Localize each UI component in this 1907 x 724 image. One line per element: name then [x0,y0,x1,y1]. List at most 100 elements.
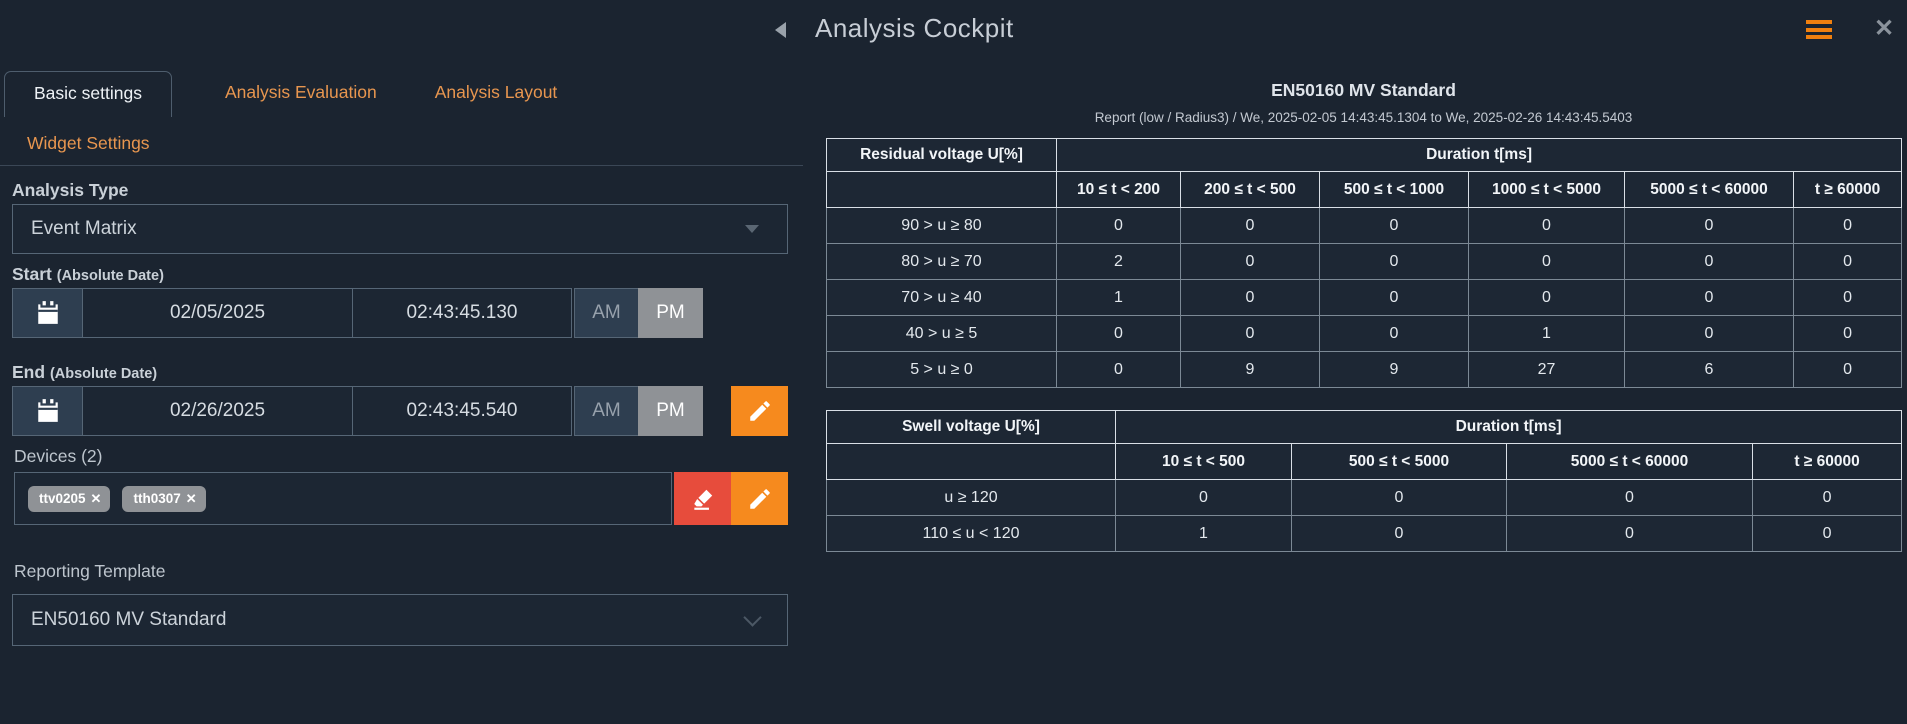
table-cell: 0 [1506,479,1753,516]
pencil-icon [749,401,770,421]
table-cell: 0 [1319,279,1469,316]
duration-span-header: Duration t[ms] [1055,138,1903,172]
table-cell: 0 [1792,351,1903,388]
table-cell: 0 [1468,243,1625,280]
column-header: 500 ≤ t < 1000 [1319,171,1469,208]
start-calendar-button[interactable] [12,288,83,338]
table-cell: 0 [1624,207,1794,244]
end-date-input[interactable]: 02/26/2025 [82,386,353,436]
row-label: 90 > u ≥ 80 [826,207,1057,244]
table-cell: 0 [1291,515,1507,552]
table-cell: 0 [1319,243,1469,280]
tab-analysis-layout[interactable]: Analysis Layout [434,82,558,102]
devices-input[interactable]: ttv0205 ✕ tth0307 ✕ [14,472,672,525]
close-icon[interactable]: ✕ [1874,15,1895,42]
table-cell: 0 [1624,315,1794,352]
edit-daterange-button[interactable] [731,386,788,436]
report-subtitle: Report (low / Radius3) / We, 2025-02-05 … [1094,110,1633,125]
end-am-button[interactable]: AM [574,386,639,436]
row-label: 70 > u ≥ 40 [826,279,1057,316]
chevron-down-icon [743,608,762,627]
table-cell: 0 [1115,479,1292,516]
report-title: EN50160 MV Standard [1271,80,1456,100]
reporting-template-label: Reporting Template [14,561,166,581]
menu-icon[interactable] [1806,20,1834,42]
table-cell: 0 [1056,315,1181,352]
remove-tag-icon[interactable]: ✕ [185,490,197,506]
device-tag-label: tth0307 [133,491,181,506]
report-header: EN50160 MV Standard Report (low / Radius… [820,80,1907,125]
table-corner-header: Swell voltage U[%] [826,410,1116,444]
end-pm-button[interactable]: PM [638,386,703,436]
row-label: 5 > u ≥ 0 [826,351,1057,388]
devices-label: Devices (2) [14,446,103,466]
table-cell: 0 [1792,315,1903,352]
tab-analysis-evaluation[interactable]: Analysis Evaluation [224,82,377,102]
row-label: 80 > u ≥ 70 [826,243,1057,280]
table-cell: 0 [1291,479,1507,516]
table-cell: 0 [1624,243,1794,280]
table-cell: 27 [1468,351,1625,388]
clear-devices-button[interactable] [674,472,731,525]
table-cell: 9 [1319,351,1469,388]
table-cell: 0 [1506,515,1753,552]
table-cell: 6 [1624,351,1794,388]
table-cell: 0 [1180,207,1320,244]
table-cell: 0 [1468,279,1625,316]
start-pm-button[interactable]: PM [638,288,703,338]
table-cell: 0 [1056,351,1181,388]
end-label: End (Absolute Date) [12,362,158,382]
end-time-input[interactable]: 02:43:45.540 [352,386,572,436]
start-am-button[interactable]: AM [574,288,639,338]
table-cell: 1 [1115,515,1292,552]
column-header: 10 ≤ t < 200 [1056,171,1181,208]
end-datetime-row: 02/26/2025 02:43:45.540 AM PM [12,386,703,436]
blank-header-cell [826,171,1057,208]
analysis-type-select[interactable]: Event Matrix [12,204,788,254]
duration-span-header: Duration t[ms] [1114,410,1903,444]
remove-tag-icon[interactable]: ✕ [90,490,102,506]
table-cell: 0 [1056,207,1181,244]
table-cell: 0 [1751,515,1903,552]
settings-tab-bar: Basic settings Analysis Evaluation Analy… [4,71,586,117]
table-cell: 0 [1319,315,1469,352]
reporting-template-select[interactable]: EN50160 MV Standard [12,594,788,646]
residual-voltage-table: Residual voltage U[%]Duration t[ms]10 ≤ … [826,138,1903,388]
table-cell: 0 [1792,207,1903,244]
chevron-down-icon [745,225,759,233]
column-header: 5000 ≤ t < 60000 [1506,443,1753,480]
row-label: u ≥ 120 [826,479,1116,516]
start-date-input[interactable]: 02/05/2025 [82,288,353,338]
table-cell: 1 [1468,315,1625,352]
table-cell: 0 [1624,279,1794,316]
start-time-input[interactable]: 02:43:45.130 [352,288,572,338]
column-header: 10 ≤ t < 500 [1115,443,1292,480]
end-calendar-button[interactable] [12,386,83,436]
collapse-panel-icon[interactable] [775,22,786,38]
start-datetime-row: 02/05/2025 02:43:45.130 AM PM [12,288,703,338]
table-cell: 9 [1180,351,1320,388]
widget-settings-link[interactable]: Widget Settings [27,133,150,153]
section-divider [0,165,803,166]
column-header: 200 ≤ t < 500 [1180,171,1320,208]
table-cell: 2 [1056,243,1181,280]
edit-devices-button[interactable] [731,472,788,525]
column-header: t ≥ 60000 [1751,443,1903,480]
blank-header-cell [826,443,1116,480]
start-label: Start (Absolute Date) [12,264,164,284]
tab-basic-settings[interactable]: Basic settings [4,71,172,117]
analysis-type-label: Analysis Type [12,180,129,200]
device-tag-label: ttv0205 [39,491,86,506]
page-title: Analysis Cockpit [815,13,1014,43]
table-cell: 0 [1180,279,1320,316]
pencil-icon [749,488,770,509]
row-label: 40 > u ≥ 5 [826,315,1057,352]
swell-voltage-table: Swell voltage U[%]Duration t[ms]10 ≤ t <… [826,410,1903,552]
